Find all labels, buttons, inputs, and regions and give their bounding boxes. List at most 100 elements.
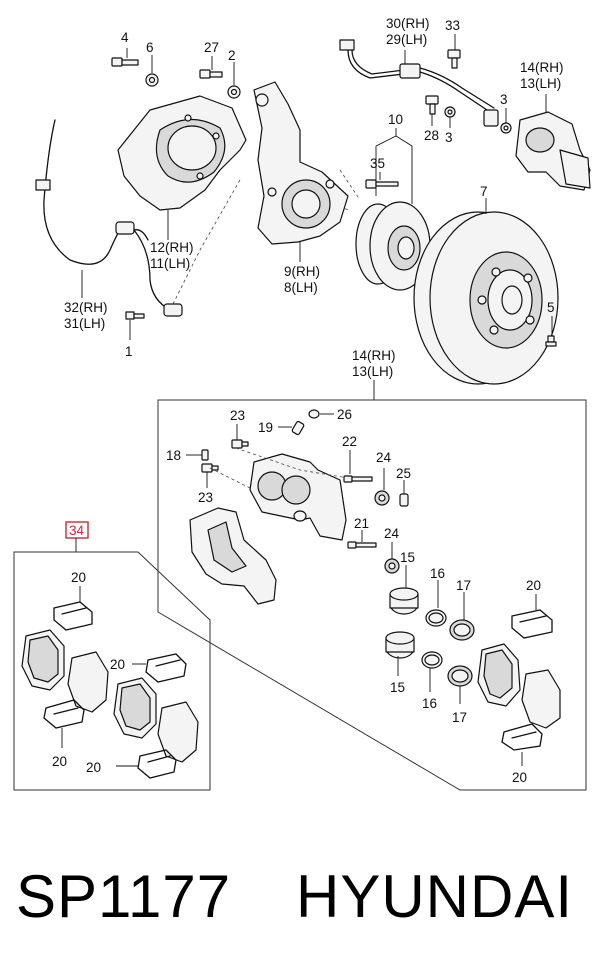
callout-10: 10 <box>388 112 403 127</box>
callout-20-f: 20 <box>512 770 527 785</box>
piston-seal-16-a <box>425 609 447 627</box>
callout-15-b: 15 <box>390 680 405 695</box>
callout-23-a: 23 <box>230 408 245 423</box>
callout-15-a: 15 <box>400 550 415 565</box>
brake-pad-right-b <box>521 669 561 729</box>
pad-clip-20-d <box>137 749 177 779</box>
callout-21: 21 <box>354 516 369 531</box>
washer-2 <box>227 85 241 99</box>
callout-13-lh-top: 13(LH) <box>520 76 561 91</box>
callout-7: 7 <box>480 184 488 199</box>
bolt-27 <box>199 69 223 79</box>
bolt-1 <box>125 311 145 320</box>
callout-4: 4 <box>121 30 129 45</box>
dust-shield <box>117 95 247 211</box>
brake-assembly-diagram: 4 6 27 2 12(RH) 11(LH) <box>13 16 591 791</box>
brand-name: HYUNDAI <box>296 863 574 930</box>
pin-boot-24-a <box>374 490 390 506</box>
callout-20-a: 20 <box>71 570 86 585</box>
callout-20-e: 20 <box>526 578 541 593</box>
callout-3-b: 3 <box>500 92 508 107</box>
washer-6 <box>145 73 159 87</box>
callout-14-rh-mid: 14(RH) <box>352 348 396 363</box>
pad-clip-20-a <box>53 601 93 631</box>
bolt-33 <box>447 49 461 69</box>
brake-pad-center-a <box>113 677 157 739</box>
pad-clip-20-f <box>501 723 543 751</box>
piston-seal-16-b <box>421 651 443 669</box>
guide-pin-21 <box>347 541 377 549</box>
hub-bolt-35 <box>365 179 399 189</box>
caliper-bracket <box>189 507 277 605</box>
callout-35: 35 <box>370 156 385 171</box>
callout-11-lh: 11(LH) <box>150 256 190 271</box>
callout-14-rh-top: 14(RH) <box>520 60 564 75</box>
guide-bolt-23-a <box>231 439 249 449</box>
callout-5: 5 <box>547 300 555 315</box>
callout-16-a: 16 <box>430 566 445 581</box>
kit-label: 34 <box>69 523 85 538</box>
part-code: SP1177 <box>16 863 232 930</box>
callout-28: 28 <box>424 128 439 143</box>
callout-16-b: 16 <box>422 696 437 711</box>
callout-20-c: 20 <box>52 754 67 769</box>
callout-33: 33 <box>445 18 460 33</box>
wheel-hub <box>355 201 431 291</box>
guide-pin-22 <box>343 475 373 483</box>
caliper-detail-box <box>157 399 587 791</box>
callout-25: 25 <box>396 466 411 481</box>
callout-19: 19 <box>258 420 273 435</box>
callout-9-rh: 9(RH) <box>284 264 320 279</box>
caliper-assembly-top <box>515 111 591 191</box>
piston-15-a <box>389 587 419 615</box>
callout-32-rh: 32(RH) <box>64 300 108 315</box>
callout-17-b: 17 <box>452 710 467 725</box>
brake-pad-left-b <box>67 651 109 713</box>
brake-hose <box>339 39 499 127</box>
brake-pad-center-b <box>157 701 199 763</box>
pin-bushing-25 <box>399 493 409 507</box>
bleeder-screw-19 <box>291 420 305 436</box>
pin-boot-24-b <box>384 558 400 574</box>
piston-15-b <box>385 631 415 659</box>
bolt-28 <box>425 95 439 115</box>
pad-clip-20-b <box>145 653 187 683</box>
callout-23-b: 23 <box>198 490 213 505</box>
brake-disc <box>413 211 559 385</box>
callout-30-rh: 30(RH) <box>386 16 430 31</box>
pad-kit-box <box>13 551 211 791</box>
steering-knuckle <box>253 81 349 245</box>
guide-bolt-23-b <box>201 463 219 473</box>
brake-pad-right-a <box>477 643 521 707</box>
callout-20-b: 20 <box>110 657 125 672</box>
bleeder-cap-26 <box>308 409 320 419</box>
callout-18: 18 <box>166 448 181 463</box>
washer-3-b <box>500 122 512 134</box>
callout-6: 6 <box>146 40 154 55</box>
piston-boot-17-a <box>449 619 475 641</box>
callout-3-a: 3 <box>445 130 453 145</box>
kit-label-frame <box>65 521 89 539</box>
callout-2: 2 <box>228 48 236 63</box>
callout-13-lh-mid: 13(LH) <box>352 364 393 379</box>
spring-clip-18 <box>201 449 209 461</box>
footer: SP1177 HYUNDAI <box>0 852 600 952</box>
callout-24-b: 24 <box>384 526 400 541</box>
caliper-body <box>249 453 347 541</box>
washer-3-a <box>444 106 456 118</box>
callout-31-lh: 31(LH) <box>64 316 105 331</box>
callout-20-d: 20 <box>86 760 101 775</box>
callout-29-lh: 29(LH) <box>386 32 427 47</box>
callout-12-rh: 12(RH) <box>150 240 194 255</box>
brake-pad-left-a <box>21 629 65 691</box>
piston-boot-17-b <box>447 665 473 687</box>
callout-27: 27 <box>204 40 219 55</box>
pad-clip-20-e <box>511 609 553 639</box>
callout-1: 1 <box>125 344 133 359</box>
pad-clip-20-c <box>43 699 85 729</box>
callout-22: 22 <box>342 434 357 449</box>
bolt-4 <box>111 57 139 67</box>
callout-8-lh: 8(LH) <box>284 280 318 295</box>
callout-26: 26 <box>337 407 352 422</box>
screw-5 <box>545 335 557 347</box>
